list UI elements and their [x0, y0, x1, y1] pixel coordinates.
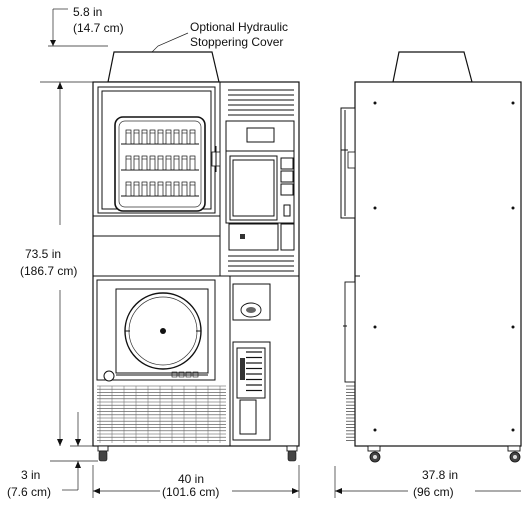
front-view: [92, 51, 300, 462]
side-depth-imperial: 37.8 in: [422, 468, 458, 482]
stoppering-cover-callout: Optional Hydraulic Stoppering Cover: [149, 20, 288, 55]
lower-grille: [97, 385, 226, 443]
condenser-housing: [115, 288, 209, 374]
callout-line1: Optional Hydraulic: [190, 20, 288, 34]
drain-bottle: [239, 399, 257, 435]
cover-height-dimension: 5.8 in (14.7 cm): [48, 5, 124, 47]
side-panel-rivets: [373, 101, 515, 432]
touch-panel: [229, 155, 278, 221]
condenser-section: [96, 279, 216, 382]
front-width-imperial: 40 in: [178, 472, 204, 486]
front-casters: [97, 445, 298, 462]
total-height-metric: (186.7 cm): [20, 264, 77, 278]
callout-line2: Stoppering Cover: [190, 35, 283, 49]
cover-height-imperial: 5.8 in: [73, 5, 102, 19]
control-tower: [225, 89, 295, 272]
side-cabinet: [354, 81, 522, 447]
stoppering-cover-front: [107, 51, 220, 83]
total-height-imperial: 73.5 in: [25, 247, 61, 261]
cover-height-metric: (14.7 cm): [73, 21, 124, 35]
front-width-dimension: 40 in (101.6 cm): [92, 465, 300, 499]
caster-height-dimension: 3 in (7.6 cm): [7, 412, 98, 499]
side-casters: [367, 445, 521, 463]
side-view: [340, 51, 522, 463]
caster-height-imperial: 3 in: [21, 468, 40, 482]
chamber-shelves: [121, 129, 199, 197]
side-depth-dimension: 37.8 in (96 cm): [334, 466, 521, 499]
side-depth-metric: (96 cm): [413, 485, 454, 499]
stoppering-cover-side: [392, 51, 473, 83]
service-column: [229, 276, 271, 446]
total-height-dimension: 73.5 in (186.7 cm): [20, 81, 93, 446]
front-width-metric: (101.6 cm): [162, 485, 219, 499]
caster-height-metric: (7.6 cm): [7, 485, 51, 499]
display-screen: [246, 127, 275, 143]
